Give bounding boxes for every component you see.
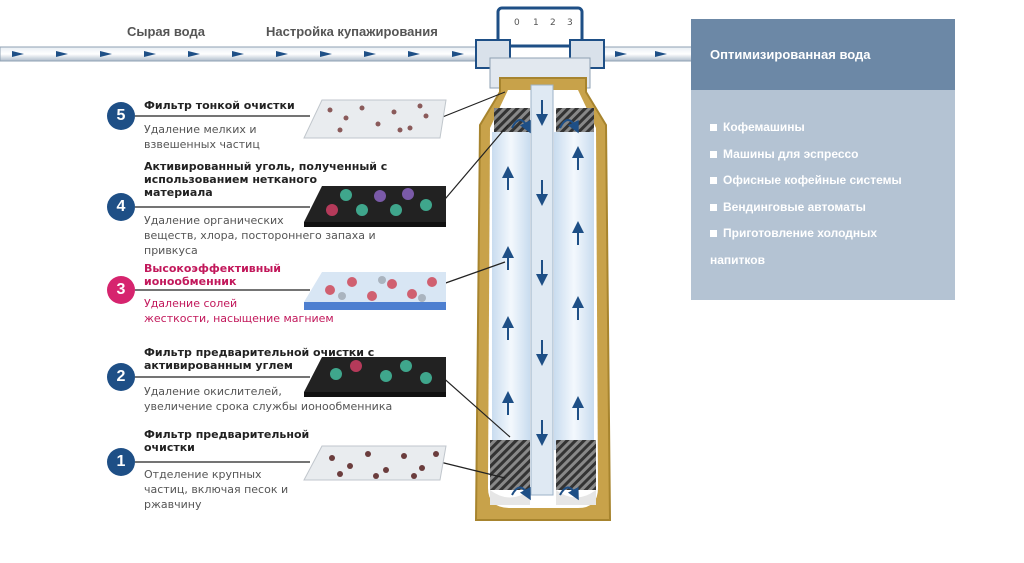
- flow-arrows: [502, 100, 584, 501]
- media-sample-3: [304, 272, 446, 310]
- media-sample-1: [303, 445, 447, 481]
- stage-5-badge: 5: [107, 102, 135, 130]
- stage-2-badge: 2: [107, 363, 135, 391]
- stage-5-title: Фильтр тонкой очистки: [144, 99, 295, 112]
- use-case-item: Вендинговые автоматы: [710, 194, 902, 221]
- blend-setting-label: Настройка купажирования: [266, 24, 438, 39]
- panel-title: Оптимизированная вода: [710, 47, 871, 62]
- inlet-pipe: [0, 46, 491, 62]
- dial-mark-1: 1: [533, 18, 539, 28]
- stage-4-badge: 4: [107, 193, 135, 221]
- panel-header: Оптимизированная вода: [691, 19, 955, 90]
- use-case-item: Приготовление холодных: [710, 220, 902, 247]
- media-sample-4: [304, 186, 446, 227]
- dial-mark-2: 2: [550, 18, 556, 28]
- use-case-item-continued: напитков: [710, 252, 765, 267]
- media-sample-2: [304, 357, 446, 397]
- filter-head: [475, 6, 605, 89]
- stage-2-desc: Удаление окислителей,увеличение срока сл…: [144, 385, 393, 413]
- raw-water-label: Сырая вода: [127, 24, 205, 39]
- use-case-item: Офисные кофейные системы: [710, 167, 902, 194]
- outlet-pipe: [599, 46, 693, 62]
- leader-lines: [135, 91, 511, 479]
- use-case-item: Кофемашины: [710, 114, 902, 141]
- use-case-item: Машины для эспрессо: [710, 141, 902, 168]
- media-sample-5: [303, 99, 447, 139]
- stage-3-badge: 3: [107, 276, 135, 304]
- optimized-water-panel: Оптимизированная вода Кофемашины Машины …: [691, 19, 955, 300]
- use-case-list: Кофемашины Машины для эспрессо Офисные к…: [710, 114, 902, 273]
- stage-1-badge: 1: [107, 448, 135, 476]
- filter-housing: [474, 77, 612, 521]
- dial-mark-3: 3: [567, 18, 573, 28]
- dial-mark-0: 0: [514, 18, 520, 28]
